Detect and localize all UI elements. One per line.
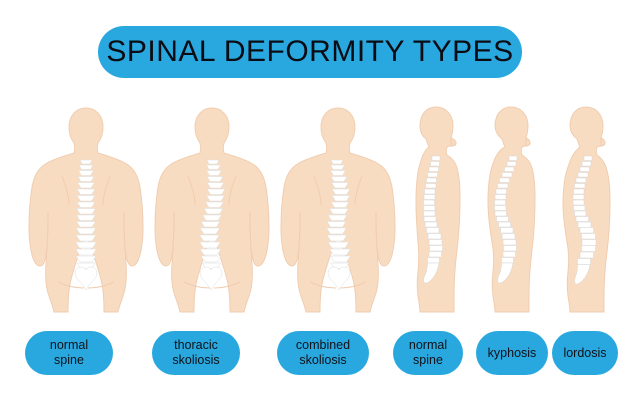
label-thoracic-skoliosis[interactable]: thoracic skoliosis bbox=[152, 331, 240, 375]
sacrum-shape bbox=[327, 266, 351, 291]
page-title: SPINAL DEFORMITY TYPES bbox=[106, 35, 514, 68]
label-line-2: spine bbox=[54, 353, 84, 367]
label-line-2: skoliosis bbox=[172, 353, 220, 367]
lateral-spine-lordosis bbox=[572, 155, 597, 265]
label-line-1: normal bbox=[49, 338, 89, 353]
figure-row bbox=[0, 104, 626, 316]
coccyx-shape bbox=[423, 262, 440, 284]
sacrum-shape bbox=[74, 266, 98, 291]
label-normal-spine-lateral[interactable]: normal spine bbox=[393, 331, 463, 375]
sacrum-shape bbox=[199, 266, 223, 291]
title-banner: SPINAL DEFORMITY TYPES bbox=[98, 26, 522, 78]
body-silhouette-lateral bbox=[415, 106, 461, 313]
label-lordosis[interactable]: lordosis bbox=[552, 331, 618, 375]
figure-thoracic-skoliosis-posterior bbox=[148, 104, 276, 316]
label-line-2: spine bbox=[413, 353, 443, 367]
label-line-1: thoracic bbox=[174, 338, 218, 353]
label-combined-skoliosis[interactable]: combined skoliosis bbox=[277, 331, 369, 375]
label-normal-spine-posterior[interactable]: normal spine bbox=[25, 331, 113, 375]
figure-kyphosis-lateral bbox=[478, 104, 542, 316]
label-line-1: kyphosis bbox=[487, 345, 537, 360]
vertebral-column-c-curve bbox=[199, 159, 226, 269]
body-silhouette-lateral bbox=[562, 106, 611, 313]
coccyx-shape bbox=[574, 264, 591, 285]
label-line-1: lordosis bbox=[563, 345, 607, 360]
figure-normal-spine-posterior bbox=[22, 104, 150, 316]
body-silhouette-lateral bbox=[487, 106, 536, 313]
coccyx-shape bbox=[497, 262, 514, 284]
figure-normal-spine-lateral bbox=[404, 104, 468, 316]
label-line-1: combined bbox=[295, 338, 351, 353]
label-row: normal spine thoracic skoliosis combined… bbox=[0, 331, 626, 379]
label-line-1: normal bbox=[408, 338, 448, 353]
figure-combined-skoliosis-posterior bbox=[274, 104, 402, 316]
vertebral-column-s-curve bbox=[326, 159, 351, 269]
lateral-spine-normal bbox=[423, 155, 443, 264]
figure-lordosis-lateral bbox=[552, 104, 618, 316]
lateral-spine-kyphosis bbox=[494, 155, 518, 264]
label-kyphosis[interactable]: kyphosis bbox=[476, 331, 548, 375]
label-line-2: skoliosis bbox=[299, 353, 347, 367]
